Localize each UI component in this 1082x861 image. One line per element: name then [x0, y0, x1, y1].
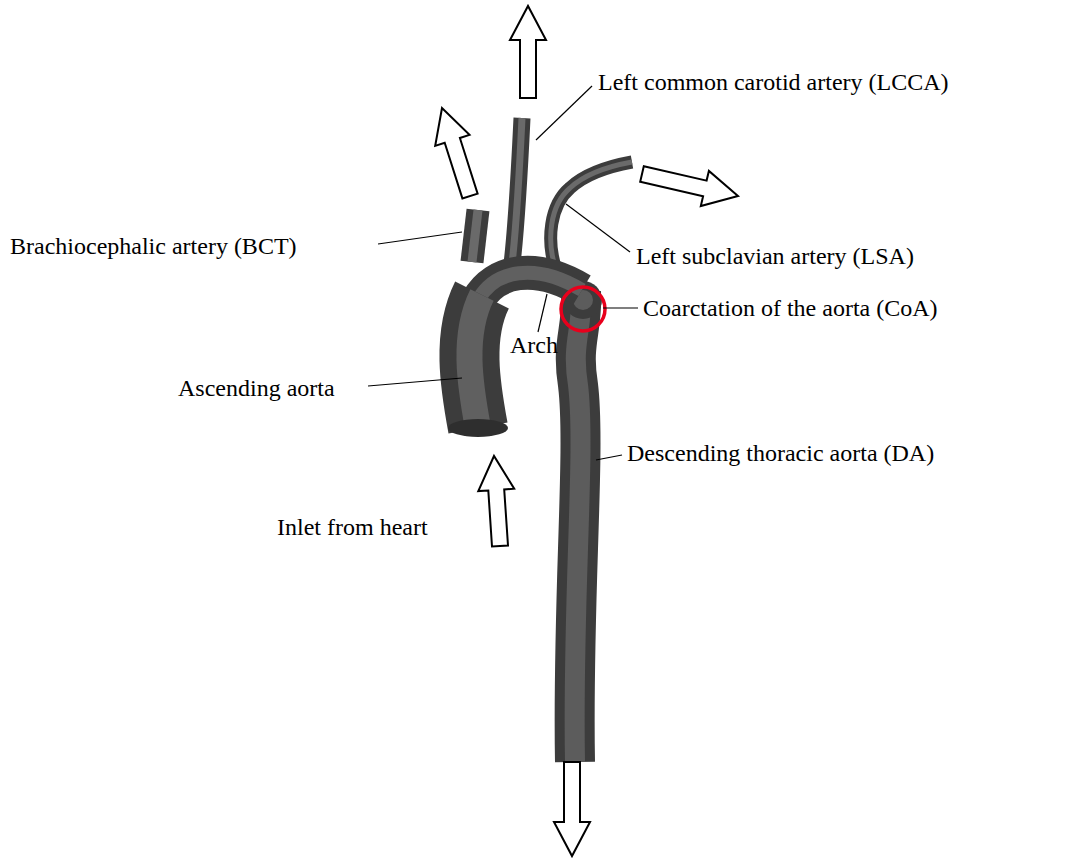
leader-line	[596, 455, 622, 460]
left-subclavian-artery	[551, 162, 632, 270]
left-subclavian-shade	[551, 162, 632, 270]
inlet-opening	[448, 419, 508, 437]
flow-arrow	[510, 6, 546, 98]
descending-aorta	[575, 292, 582, 762]
descending-aorta-shade	[575, 292, 582, 762]
leader-line	[378, 232, 462, 244]
leader-line	[536, 86, 592, 140]
vessel-group	[448, 118, 632, 762]
coarctation-highlight	[561, 287, 605, 331]
flow-arrow	[435, 108, 477, 198]
ascending-aorta-shade	[469, 295, 482, 428]
leader-lines	[368, 86, 638, 460]
left-common-carotid-artery	[512, 118, 522, 264]
leader-line	[566, 204, 630, 252]
leader-line	[603, 307, 638, 308]
flow-arrows	[435, 6, 738, 856]
brachiocephalic-shade	[472, 210, 478, 262]
part-label: Left subclavian artery (LSA)	[636, 242, 914, 270]
flow-arrow	[554, 762, 590, 856]
flow-arrow	[478, 456, 514, 547]
flow-arrow	[640, 166, 738, 206]
part-label: Descending thoracic aorta (DA)	[627, 439, 934, 467]
left-common-carotid-shade	[512, 118, 522, 264]
part-label: Arch	[510, 331, 558, 359]
part-label: Ascending aorta	[178, 374, 335, 402]
leader-line	[538, 294, 547, 332]
part-label: Brachiocephalic artery (BCT)	[10, 232, 297, 260]
brachiocephalic-artery	[472, 210, 478, 262]
part-label: Coarctation of the aorta (CoA)	[643, 294, 938, 322]
ascending-aorta	[469, 295, 482, 428]
part-label: Left common carotid artery (LCCA)	[598, 68, 949, 96]
part-label: Inlet from heart	[277, 513, 428, 541]
leader-line	[368, 378, 462, 386]
